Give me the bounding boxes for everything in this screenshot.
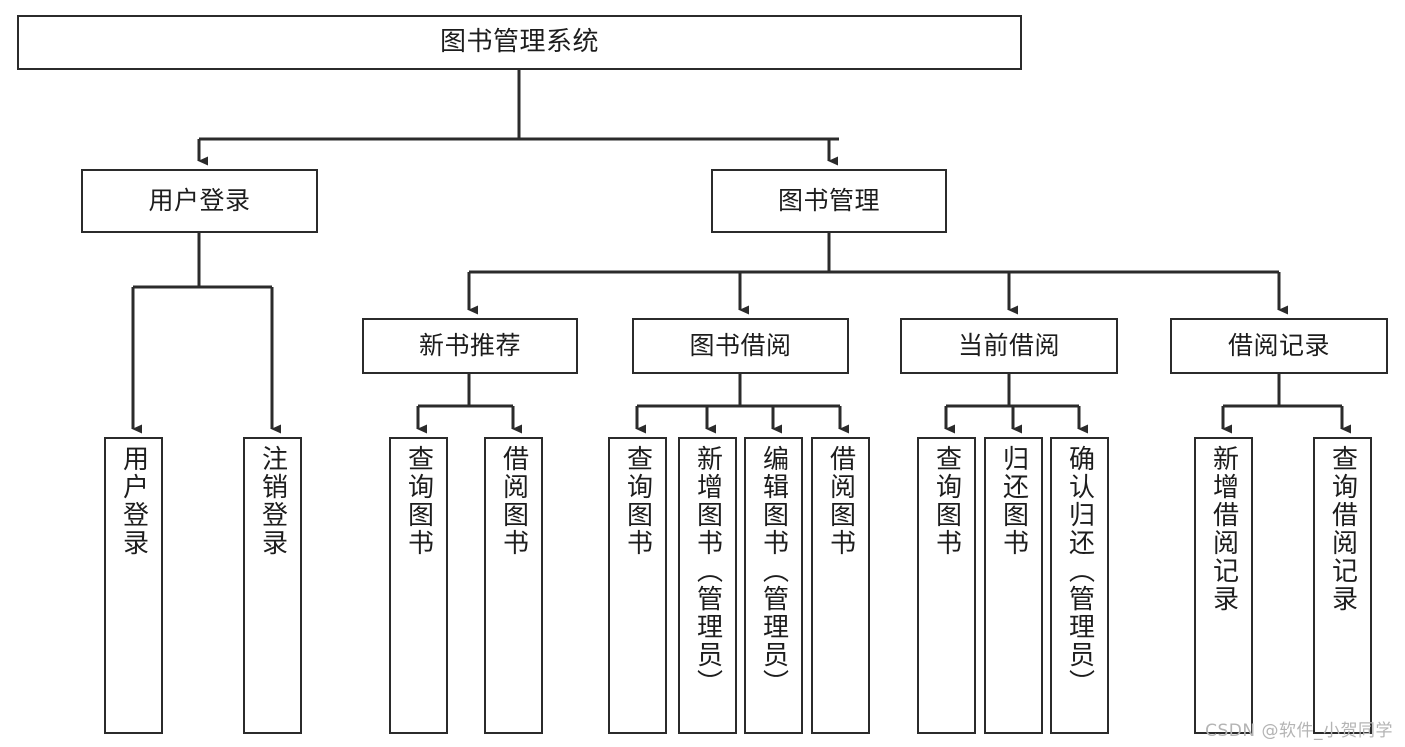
leaf-book-borrow-4[interactable]: 借阅图书 — [811, 437, 870, 734]
leaf-current-borrow-2-label: 归还图书 — [998, 445, 1029, 557]
leaf-user-login-1[interactable]: 用户登录 — [104, 437, 163, 734]
node-borrow-record-label: 借阅记录 — [1227, 331, 1330, 360]
node-root-label: 图书管理系统 — [439, 26, 599, 57]
node-book-management[interactable]: 图书管理 — [711, 169, 947, 233]
leaf-user-login-1-label: 用户登录 — [118, 445, 149, 557]
leaf-user-login-2-label: 注销登录 — [257, 445, 288, 557]
node-current-borrow-label: 当前借阅 — [957, 331, 1060, 360]
leaf-current-borrow-2[interactable]: 归还图书 — [984, 437, 1043, 734]
leaf-book-borrow-4-label: 借阅图书 — [825, 445, 856, 557]
node-new-book-recommend-label: 新书推荐 — [418, 331, 521, 360]
leaf-borrow-record-2[interactable]: 查询借阅记录 — [1313, 437, 1372, 734]
node-book-management-label: 图书管理 — [777, 186, 880, 215]
leaf-new-book-1[interactable]: 查询图书 — [389, 437, 448, 734]
leaf-new-book-1-label: 查询图书 — [403, 445, 434, 557]
node-borrow-record[interactable]: 借阅记录 — [1170, 318, 1388, 374]
node-current-borrow[interactable]: 当前借阅 — [900, 318, 1118, 374]
leaf-book-borrow-1-label: 查询图书 — [622, 445, 653, 557]
leaf-borrow-record-2-label: 查询借阅记录 — [1327, 445, 1358, 613]
node-user-login-label: 用户登录 — [148, 186, 251, 215]
node-root-book-management-system[interactable]: 图书管理系统 — [17, 15, 1022, 70]
leaf-book-borrow-3[interactable]: 编辑图书（管理员） — [744, 437, 803, 734]
leaf-borrow-record-1-label: 新增借阅记录 — [1208, 445, 1239, 613]
leaf-current-borrow-1[interactable]: 查询图书 — [917, 437, 976, 734]
leaf-book-borrow-1[interactable]: 查询图书 — [608, 437, 667, 734]
leaf-current-borrow-3[interactable]: 确认归还（管理员） — [1050, 437, 1109, 734]
node-book-borrow[interactable]: 图书借阅 — [632, 318, 849, 374]
csdn-watermark: CSDN @软件_小贺同学 — [1205, 721, 1393, 741]
leaf-new-book-2-label: 借阅图书 — [498, 445, 529, 557]
leaf-current-borrow-1-label: 查询图书 — [931, 445, 962, 557]
leaf-borrow-record-1[interactable]: 新增借阅记录 — [1194, 437, 1253, 734]
node-new-book-recommend[interactable]: 新书推荐 — [362, 318, 578, 374]
leaf-new-book-2[interactable]: 借阅图书 — [484, 437, 543, 734]
node-book-borrow-label: 图书借阅 — [689, 331, 792, 360]
leaf-book-borrow-2[interactable]: 新增图书（管理员） — [678, 437, 737, 734]
leaf-book-borrow-2-label: 新增图书（管理员） — [692, 445, 723, 697]
leaf-book-borrow-3-label: 编辑图书（管理员） — [758, 445, 789, 697]
leaf-user-login-2[interactable]: 注销登录 — [243, 437, 302, 734]
node-user-login[interactable]: 用户登录 — [81, 169, 318, 233]
leaf-current-borrow-3-label: 确认归还（管理员） — [1064, 445, 1095, 697]
